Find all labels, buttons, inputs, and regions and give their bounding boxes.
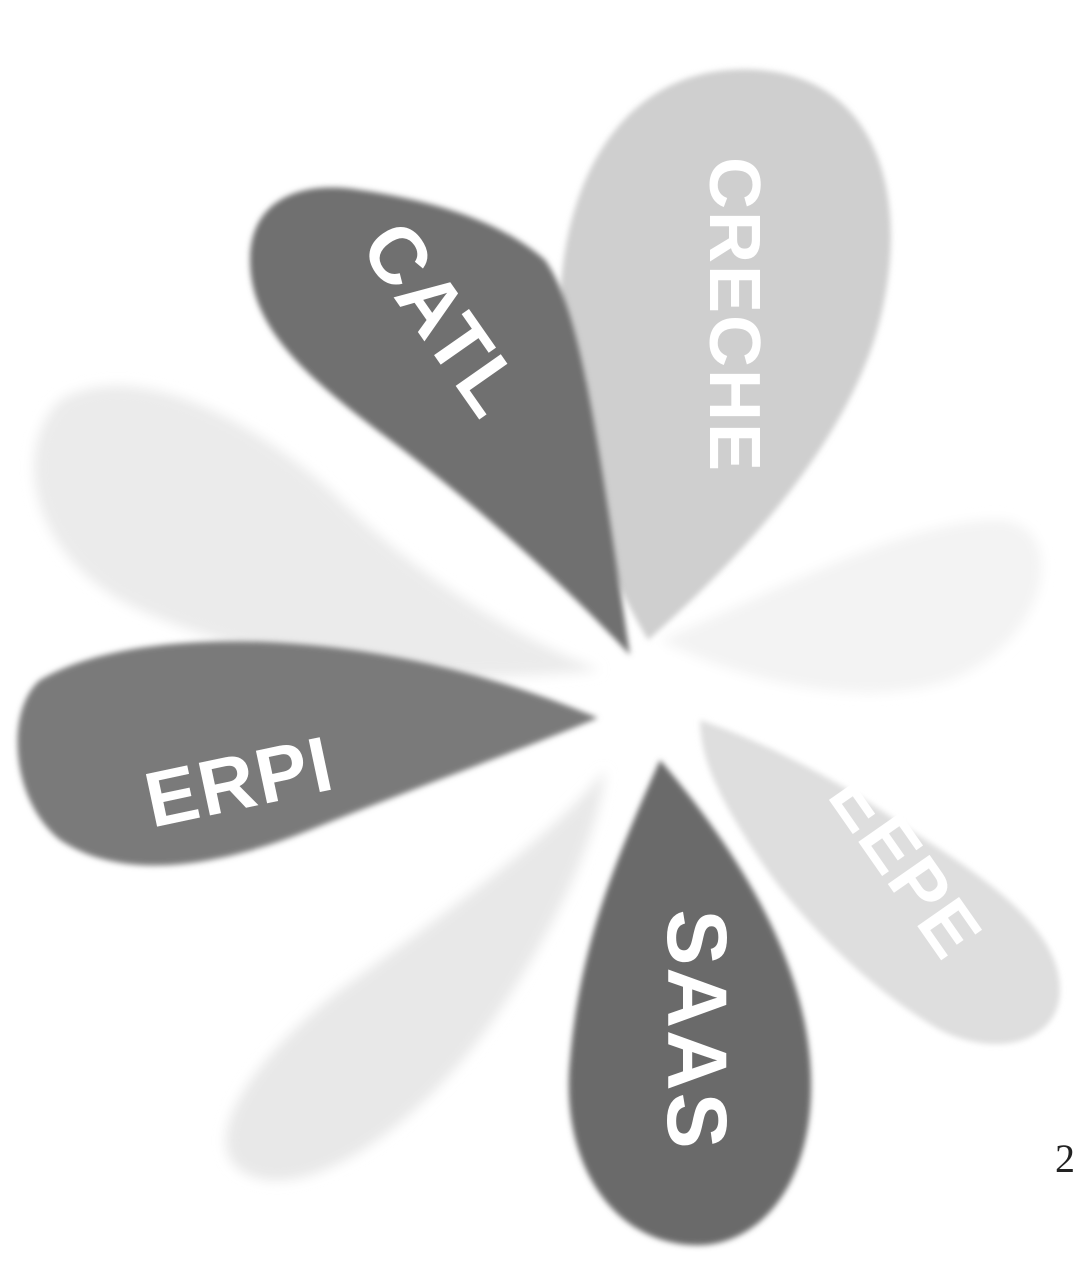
petal-creche [559, 69, 891, 640]
petal-faded-bottom-left [226, 770, 605, 1181]
petal-blank-right [660, 520, 1042, 693]
petal-label-saas: SAAS [650, 909, 744, 1150]
side-mark: 2 [1055, 1136, 1075, 1181]
petal-eepe [700, 720, 1060, 1045]
petal-catl [250, 187, 630, 655]
petal-blank-left [34, 385, 600, 677]
petal-erpi [17, 641, 599, 866]
petal-saas [568, 760, 812, 1246]
petal-label-creche: CRECHE [694, 157, 774, 473]
